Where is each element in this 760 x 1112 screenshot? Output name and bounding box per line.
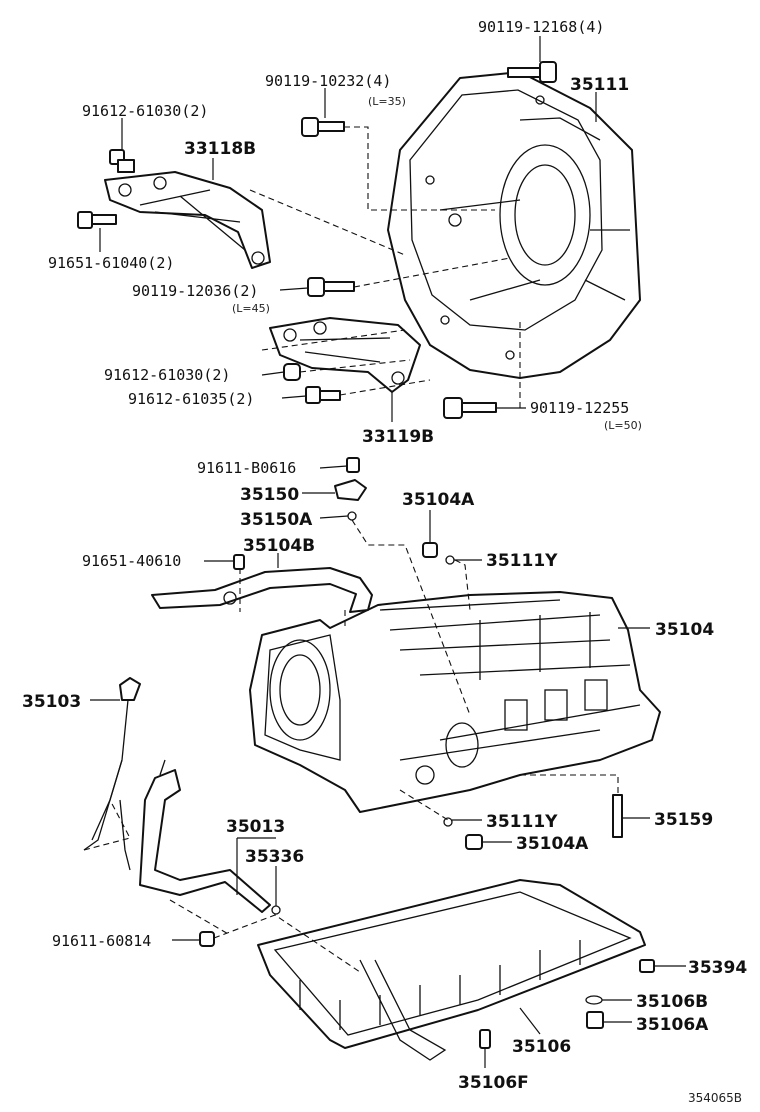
bolt-91611-60814 <box>199 931 215 947</box>
label-33118B: 33118B <box>184 139 256 159</box>
label-35103: 35103 <box>22 692 81 712</box>
label-35150A: 35150A <box>240 510 313 530</box>
label-91651-61040: 91651-61040(2) <box>48 254 174 272</box>
label-l35: (L=35) <box>368 95 406 108</box>
label-91612-61035: 91612-61035(2) <box>128 390 254 408</box>
bolt-91612-61035 <box>305 386 341 404</box>
label-33119B: 33119B <box>362 427 434 447</box>
bolt-91651-40610 <box>233 554 245 570</box>
pipe-35104B <box>151 567 373 613</box>
gasket-35111Y-top <box>445 555 455 565</box>
gasket-35106B <box>585 995 603 1005</box>
bolt-90119-12036 <box>307 277 355 297</box>
label-35104B: 35104B <box>243 536 315 556</box>
label-90119-10232: 90119-10232(4) <box>265 72 391 90</box>
label-35111Y-bot: 35111Y <box>486 812 558 832</box>
label-35150: 35150 <box>240 485 299 505</box>
oil-pan-35106 <box>257 879 646 1061</box>
label-35106A: 35106A <box>636 1015 709 1035</box>
plug-35104A-bot <box>465 834 483 850</box>
bolt-91612-61030-top <box>109 149 135 173</box>
label-91611-60814: 91611-60814 <box>52 932 151 950</box>
label-90119-12036: 90119-12036(2) <box>132 282 258 300</box>
bracket-33119B <box>269 317 421 393</box>
dipstick-35103 <box>83 677 141 851</box>
label-35104A-bot: 35104A <box>516 834 589 854</box>
assembly-lines-mid <box>239 519 619 821</box>
bolt-91611-B0616 <box>346 457 360 473</box>
bolt-91651-61040 <box>77 211 117 229</box>
bell-housing-35111 <box>387 71 641 379</box>
bolt-90119-10232 <box>301 117 345 137</box>
pin-35159 <box>612 794 623 838</box>
oring-35150A <box>347 511 357 521</box>
assembly-lines-top <box>249 126 521 408</box>
label-35106F: 35106F <box>458 1073 529 1093</box>
drain-plug-35106A <box>586 1011 604 1029</box>
label-91611-B0616: 91611-B0616 <box>197 459 296 477</box>
label-35336: 35336 <box>245 847 304 867</box>
leader-lines <box>90 36 686 1068</box>
plug-35394 <box>639 959 655 973</box>
bracket-33118B <box>104 171 271 269</box>
plug-35104A-top <box>422 542 438 558</box>
label-35104: 35104 <box>655 620 714 640</box>
label-l45: (L=45) <box>232 302 270 315</box>
label-35394: 35394 <box>688 958 747 978</box>
bolt-35106F <box>479 1029 491 1049</box>
transmission-case-35104 <box>249 591 661 813</box>
label-35106B: 35106B <box>636 992 708 1012</box>
label-35159: 35159 <box>654 810 713 830</box>
bolt-90119-12168 <box>507 61 557 83</box>
filler-tube-35013 <box>119 759 271 913</box>
oring-35336 <box>271 905 281 915</box>
label-35111Y-top: 35111Y <box>486 551 558 571</box>
label-l50: (L=50) <box>604 419 642 432</box>
gasket-35111Y-bot <box>443 817 453 827</box>
label-91651-40610: 91651-40610 <box>82 552 181 570</box>
label-91612-61030-top: 91612-61030(2) <box>82 102 208 120</box>
label-35013: 35013 <box>226 817 285 837</box>
label-90119-12255: 90119-12255 <box>530 399 629 417</box>
label-35111: 35111 <box>570 75 629 95</box>
bolt-91612-61030-mid <box>283 363 301 381</box>
figure-reference: 354065B <box>688 1091 742 1105</box>
label-90119-12168: 90119-12168(4) <box>478 18 604 36</box>
label-91612-61030-mid: 91612-61030(2) <box>104 366 230 384</box>
label-35104A-top: 35104A <box>402 490 475 510</box>
label-35106: 35106 <box>512 1037 571 1057</box>
assembly-lines-bot <box>83 799 361 973</box>
sensor-35150 <box>334 479 367 501</box>
bolt-90119-12255 <box>443 397 497 419</box>
